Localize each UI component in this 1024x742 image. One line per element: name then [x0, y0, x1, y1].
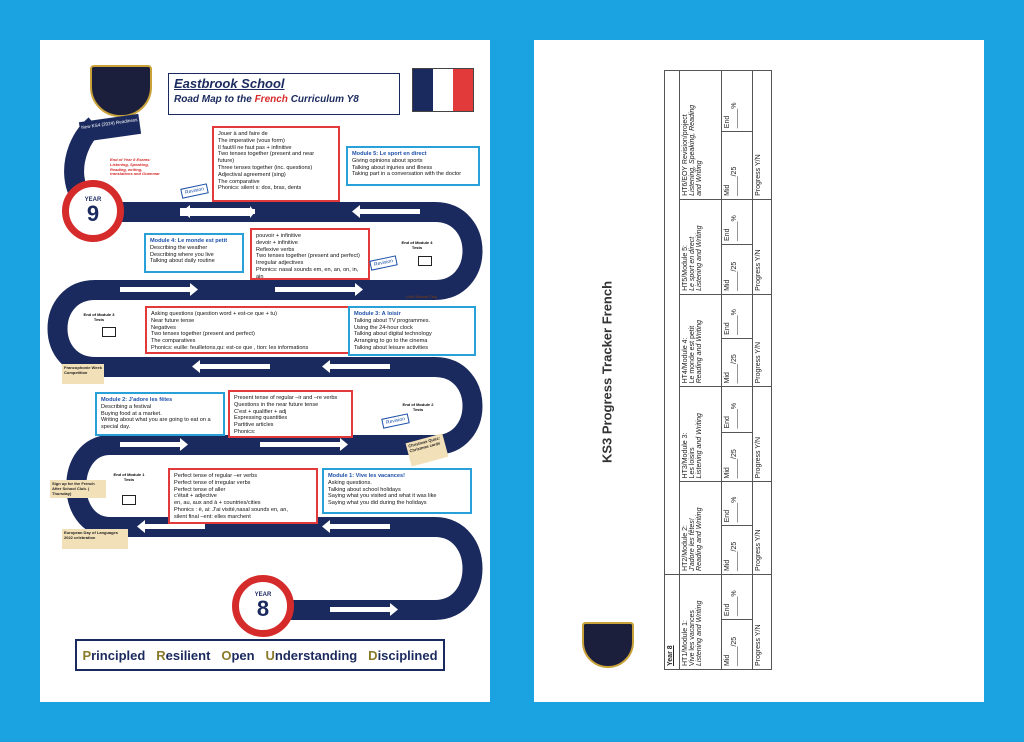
- french-flag-icon: [412, 68, 474, 112]
- lille-trip-note: Lille School Trip: [406, 294, 437, 299]
- progress-cell: Progress Y/N: [752, 199, 772, 295]
- school-crest-icon: [90, 65, 152, 117]
- mid-score-cell: Mid_____/25: [721, 619, 753, 670]
- progress-cell: Progress Y/N: [752, 386, 772, 482]
- tracker-year-label: Year 8: [664, 574, 680, 670]
- test-paper-icon-3: [122, 495, 136, 505]
- year8-badge: YEAR 8: [232, 575, 294, 637]
- school-name: Eastbrook School: [174, 76, 285, 91]
- school-values-motto: Principled Resilient Open Understanding …: [75, 639, 445, 671]
- module4-box: Module 4: Le monde est petit Describing …: [144, 233, 244, 273]
- end-year-exams-note: End of Year 8 Exams: Listening, Speaking…: [110, 157, 160, 177]
- signup-club-note: Sign up for the French After School Club…: [50, 480, 106, 498]
- progress-cell: Progress Y/N: [752, 70, 772, 200]
- end-module4-tests-note: End of Module 4 Tests: [401, 240, 433, 250]
- module1-box: Module 1: Vive les vacances! Asking ques…: [322, 468, 472, 514]
- end-module3-tests-note: End of Module 3 Tests: [83, 312, 115, 322]
- year9-badge: YEAR 9: [62, 180, 124, 242]
- test-paper-icon-2: [102, 327, 116, 337]
- progress-cell: Progress Y/N: [752, 481, 772, 575]
- grammar-box-module2: Present tense of regular –ir and –re ver…: [228, 390, 353, 438]
- module2-box: Module 2: J'adore les fêtes Describing a…: [95, 392, 225, 436]
- grammar-box-module3: Asking questions (question word + est-ce…: [145, 306, 367, 354]
- progress-cell: Progress Y/N: [752, 294, 772, 387]
- end-score-cell: End_____%: [721, 574, 753, 620]
- module5-box: Module 5: Le sport en direct Giving opin…: [346, 146, 480, 186]
- progress-cell: Progress Y/N: [752, 574, 772, 670]
- mid-score-cell: Mid_____/25: [721, 244, 753, 295]
- end-score-cell: End_____%: [721, 294, 753, 339]
- title-box: Eastbrook School Road Map to the French …: [168, 73, 400, 115]
- end-module1-tests-note: End of Module 1 Tests: [113, 472, 145, 482]
- tracker-col-2: HT2/Module 2:J'adore les fêtes!Reading a…: [679, 481, 722, 575]
- european-day-note: European Day of Languages 2022 celebrati…: [62, 529, 128, 549]
- school-crest-icon-2: [582, 622, 634, 668]
- mid-score-cell: Mid_____/25: [721, 338, 753, 387]
- end-score-cell: End_____%: [721, 386, 753, 433]
- roadmap-subtitle: Road Map to the French Curriculum Y8: [174, 94, 359, 105]
- road-path: [47, 117, 483, 620]
- mid-score-cell: Mid_____/25: [721, 525, 753, 575]
- tracker-page: KS3 Progress Tracker French Year 8 HT1/M…: [534, 40, 984, 702]
- end-score-cell: End_____%: [721, 70, 753, 132]
- end-score-cell: End_____%: [721, 481, 753, 526]
- test-paper-icon: [418, 256, 432, 266]
- end-module2-tests-note: End of Module 2 Tests: [402, 402, 434, 412]
- module3-box: Module 3: À loisir Talking about TV prog…: [348, 306, 476, 356]
- francophonie-note: Francophonie Week Competition: [62, 364, 104, 384]
- mid-score-cell: Mid_____/25: [721, 131, 753, 200]
- roadmap-page: Eastbrook School Road Map to the French …: [40, 40, 490, 702]
- tracker-title: KS3 Progress Tracker French: [599, 280, 615, 464]
- end-score-cell: End_____%: [721, 199, 753, 245]
- mid-score-cell: Mid_____/25: [721, 432, 753, 482]
